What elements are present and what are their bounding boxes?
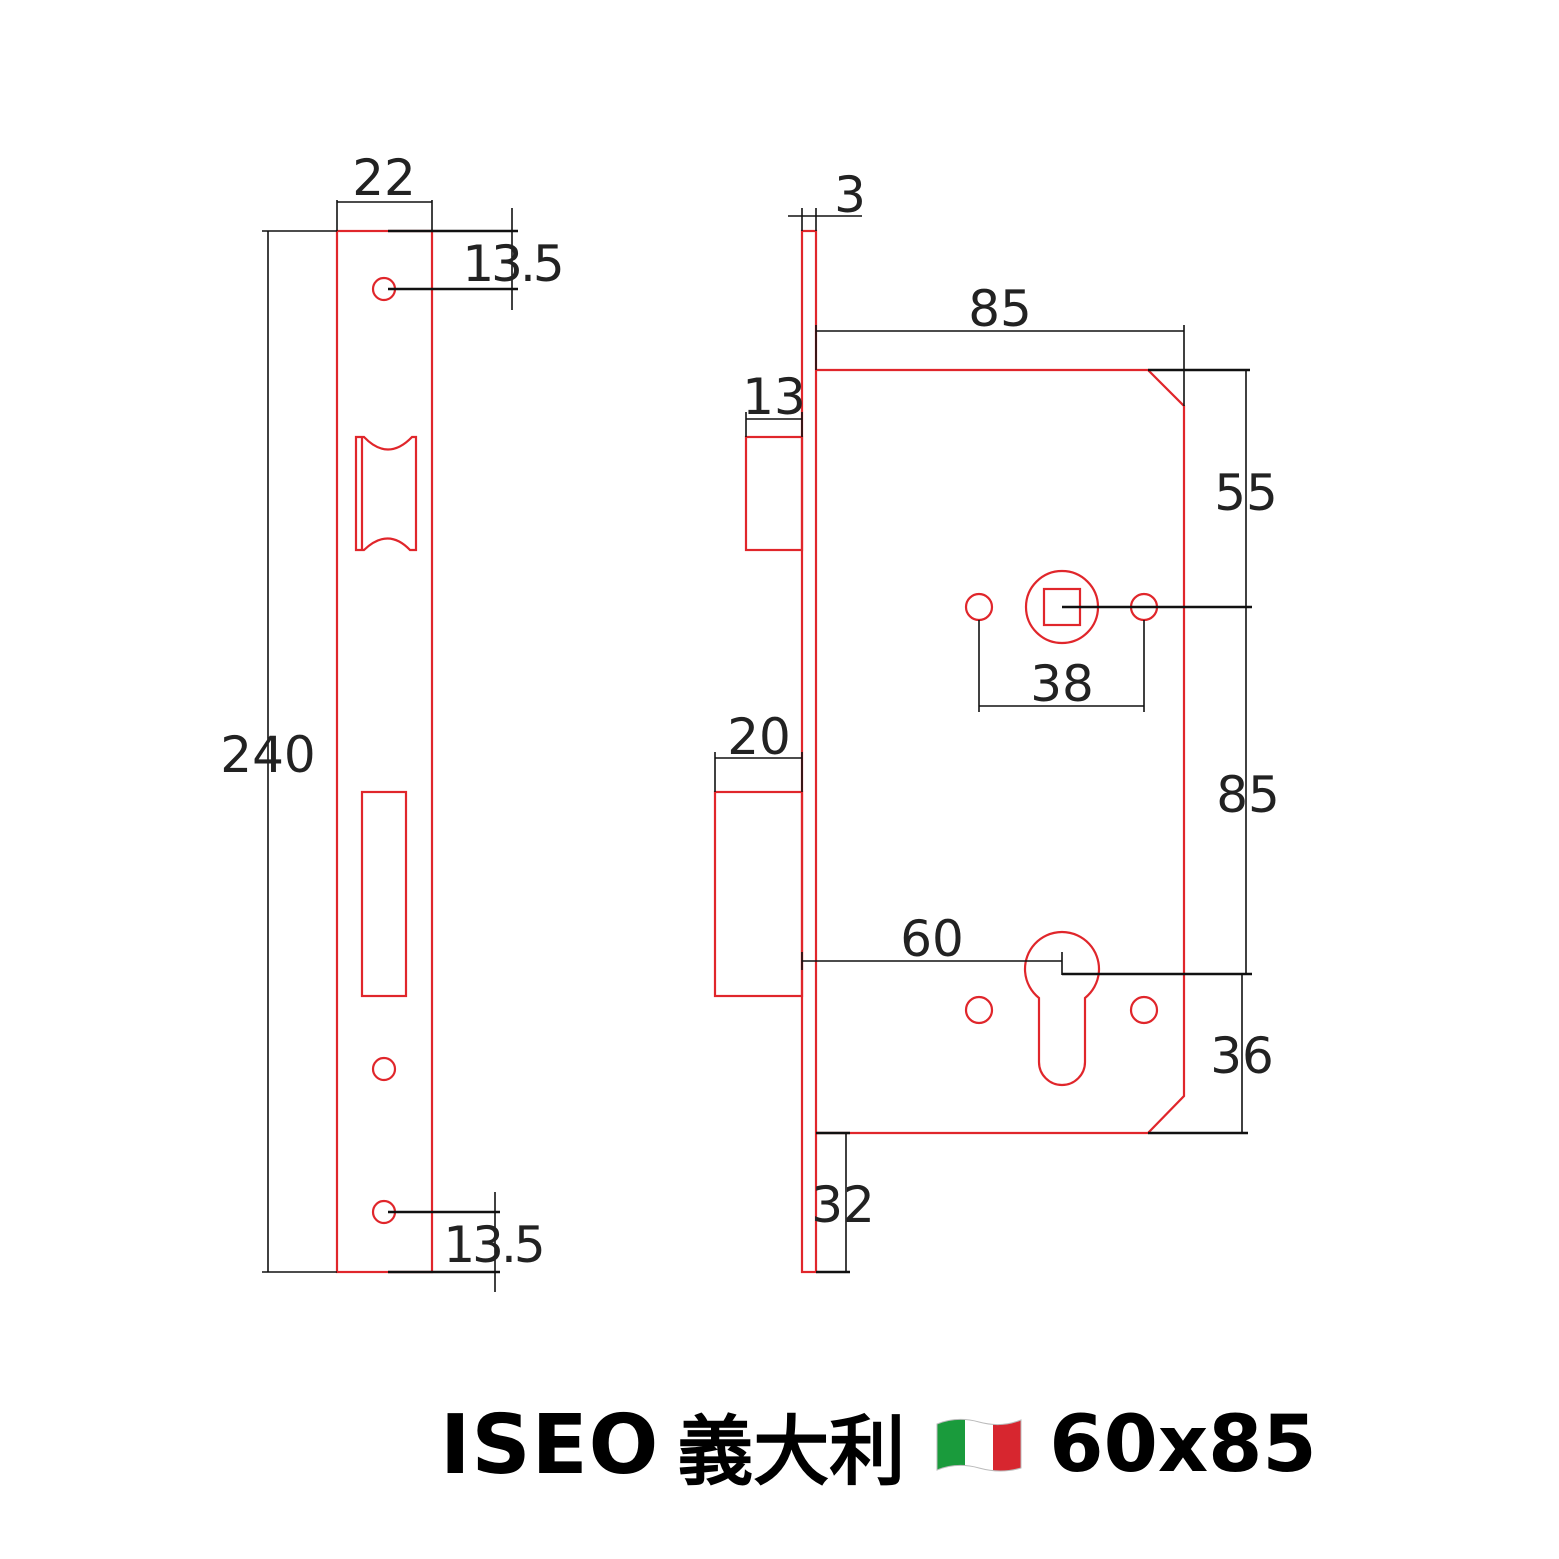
faceplate-outline: [335, 229, 434, 1274]
lock-size: 60x85: [1049, 1400, 1317, 1490]
lock-case-body: [816, 368, 1186, 1135]
euro-cylinder-hole: [1023, 930, 1101, 1087]
dimension-label-13-5-bottom: 13.5: [443, 1216, 542, 1274]
dimension-right-chain: 55 85 36: [1062, 368, 1280, 1135]
dimension-fixing-hole-spacing: 38: [978, 620, 1145, 713]
side-view: 3 85 13 20 60: [713, 166, 1280, 1274]
faceplate-side: [800, 229, 818, 1274]
dimension-faceplate-width: 22: [336, 149, 433, 231]
brand-name: ISEO: [440, 1397, 660, 1493]
dimension-label-22: 22: [352, 149, 416, 207]
dimension-label-20: 20: [727, 708, 791, 766]
dimension-faceplate-thickness: 3: [788, 166, 866, 231]
dimension-label-32: 32: [811, 1176, 875, 1234]
deadbolt: [713, 790, 804, 998]
front-view: 22 240 13.5 13.5: [220, 149, 565, 1292]
dimension-backset: 60: [801, 910, 1063, 975]
latch-bolt: [744, 435, 804, 552]
dimension-latch-projection: 13: [742, 368, 806, 437]
dimension-faceplate-height: 240: [220, 230, 337, 1273]
faceplate-middle-screw-hole: [371, 1056, 397, 1082]
italy-flag-icon: [936, 1418, 1022, 1472]
country-name: 義大利: [677, 1407, 906, 1496]
dimension-label-60: 60: [900, 910, 964, 968]
left-fixing-hole-upper: [964, 592, 994, 622]
deadbolt-opening: [360, 790, 408, 998]
dimension-top-hole-offset: 13.5: [388, 208, 565, 310]
dimension-label-3: 3: [834, 166, 866, 224]
dimension-deadbolt-projection: 20: [714, 708, 803, 792]
product-caption: ISEO 義大利 60x85: [440, 1395, 1317, 1497]
latch-bolt-opening: [354, 435, 418, 552]
dimension-label-38: 38: [1030, 655, 1094, 713]
dimension-label-13-5-top: 13.5: [462, 235, 561, 293]
dimension-label-13: 13: [742, 368, 806, 426]
dimension-label-55: 55: [1214, 464, 1278, 522]
left-fixing-hole-lower: [964, 995, 994, 1025]
dimension-faceplate-overhang: 32: [811, 1131, 875, 1274]
dimension-label-85-depth: 85: [968, 280, 1032, 338]
dimension-label-85-center: 85: [1216, 766, 1280, 824]
dimension-case-depth: 85: [815, 280, 1185, 406]
right-fixing-hole-lower: [1129, 995, 1159, 1025]
dimension-label-36: 36: [1210, 1027, 1274, 1085]
dimension-label-240: 240: [220, 726, 315, 784]
dimension-bottom-hole-offset: 13.5: [388, 1192, 546, 1292]
